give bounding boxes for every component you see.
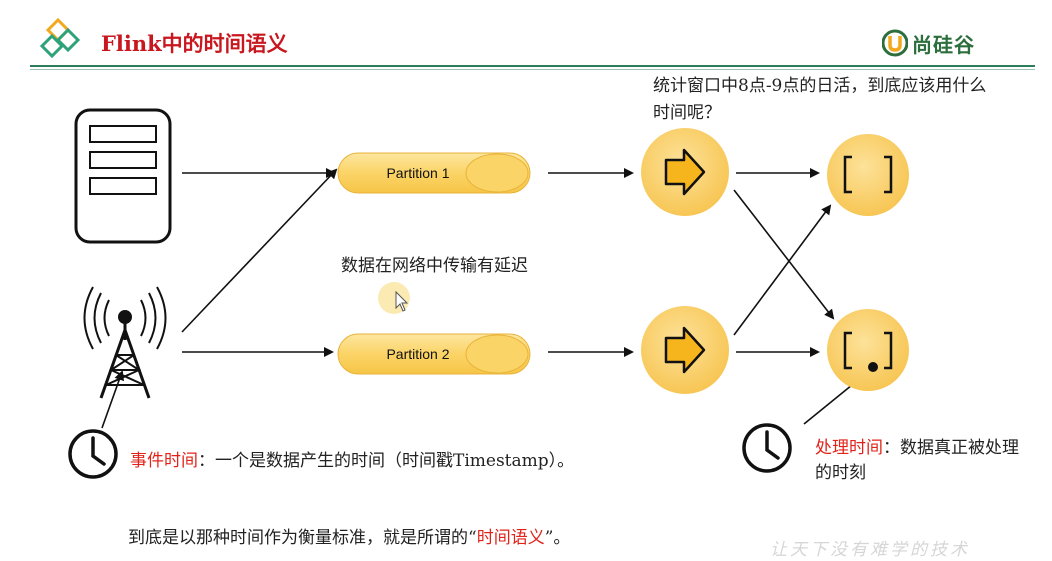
time-semantics-conclusion: 到底是以那种时间作为衡量标准，就是所谓的“时间语义”。 <box>128 523 570 548</box>
operator-node-1 <box>641 128 729 216</box>
right-arrow-icon <box>664 148 706 196</box>
partition-2-label: Partition 2 <box>386 346 449 362</box>
event-time-desc: ：一个是数据产生的时间（时间戳Timestamp）。 <box>198 451 575 471</box>
cursor-icon <box>378 282 410 314</box>
brand-name: 尚硅谷 <box>912 32 975 57</box>
clock-icon <box>68 429 118 479</box>
network-delay-text: 数据在网络中传输有延迟 <box>341 256 528 276</box>
antenna-tower-icon <box>83 286 167 399</box>
processing-time-term: 处理时间 <box>815 438 883 458</box>
partition-2-node: Partition 2 <box>337 333 531 375</box>
page-title: Flink中的时间语义 <box>101 31 288 56</box>
window-node-2 <box>827 309 909 391</box>
header-divider <box>30 65 1035 67</box>
conclusion-term: 时间语义 <box>476 528 545 548</box>
conclusion-suffix: ”。 <box>544 528 571 548</box>
clock-icon <box>742 423 792 473</box>
server-icon <box>74 108 172 244</box>
header-divider-thin <box>30 69 1035 70</box>
processing-time-desc: ：数据真正被处理的时刻 <box>815 438 1019 483</box>
flow-arrows <box>101 168 870 429</box>
footer-watermark: 让天下没有难学的技术 <box>770 540 970 560</box>
diamond-logo-icon <box>39 18 81 59</box>
right-arrow-icon <box>664 326 706 374</box>
partition-1-label: Partition 1 <box>386 165 449 181</box>
partition-1-node: Partition 1 <box>337 152 531 194</box>
event-time-term: 事件时间 <box>130 451 198 471</box>
window-node-1 <box>827 134 909 216</box>
operator-node-2 <box>641 306 729 394</box>
conclusion-prefix: 到底是以那种时间作为衡量标准，就是所谓的“ <box>128 528 477 548</box>
event-time-text: 事件时间：一个是数据产生的时间（时间戳Timestamp）。 <box>130 446 574 471</box>
question-text: 统计窗口中8点-9点的日活，到底应该用什么时间呢？ <box>653 76 987 123</box>
brand-u-icon <box>882 29 908 57</box>
brand-logo: 尚硅谷 <box>882 26 975 60</box>
processing-time-text: 处理时间：数据真正被处理的时刻 <box>815 436 1035 486</box>
